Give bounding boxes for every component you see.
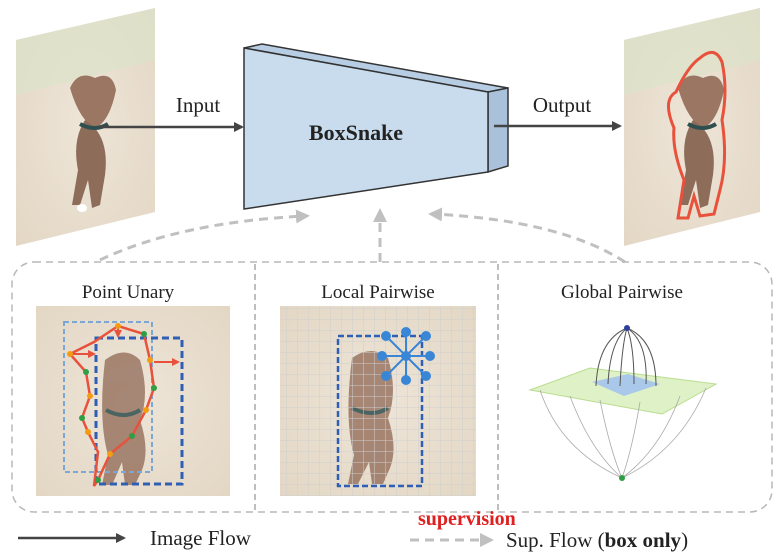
pixel-grid — [280, 306, 476, 496]
global-graph — [528, 325, 718, 481]
legend: Image Flow supervision Sup. Flow (box on… — [18, 508, 688, 552]
output-image — [624, 8, 760, 246]
neighborhood-star — [377, 327, 435, 385]
contour-points — [67, 323, 157, 483]
dog-figure — [102, 352, 146, 485]
sup-arrow-right — [428, 207, 626, 264]
panel-point-unary: Point Unary — [36, 282, 230, 496]
gt-box — [336, 334, 424, 488]
boxsnake-model-block: BoxSnake — [243, 43, 509, 210]
panel-title-global-pairwise: Global Pairwise — [561, 282, 683, 303]
input-label: Input — [176, 93, 220, 117]
supervision-arrows — [99, 207, 626, 264]
panel-title-local-pairwise: Local Pairwise — [321, 282, 434, 303]
snake-contour — [67, 324, 156, 487]
legend-image-flow-label: Image Flow — [150, 526, 252, 550]
dog-figure — [70, 75, 116, 212]
legend-supervision-label: supervision — [418, 508, 516, 530]
output-label: Output — [533, 93, 592, 117]
panel-local-pairwise: Local Pairwise — [280, 282, 476, 496]
model-label: BoxSnake — [309, 120, 403, 145]
predicted-mask-contour — [667, 50, 727, 220]
panel-global-pairwise: Global Pairwise — [528, 282, 718, 481]
legend-sup-flow-label: Sup. Flow (box only) — [506, 528, 688, 552]
dog-figure — [678, 75, 724, 208]
gt-box — [94, 336, 184, 486]
input-image — [16, 8, 155, 246]
panel-title-point-unary: Point Unary — [82, 282, 175, 303]
sup-arrow-left — [99, 209, 310, 262]
supervision-container — [11, 261, 773, 513]
